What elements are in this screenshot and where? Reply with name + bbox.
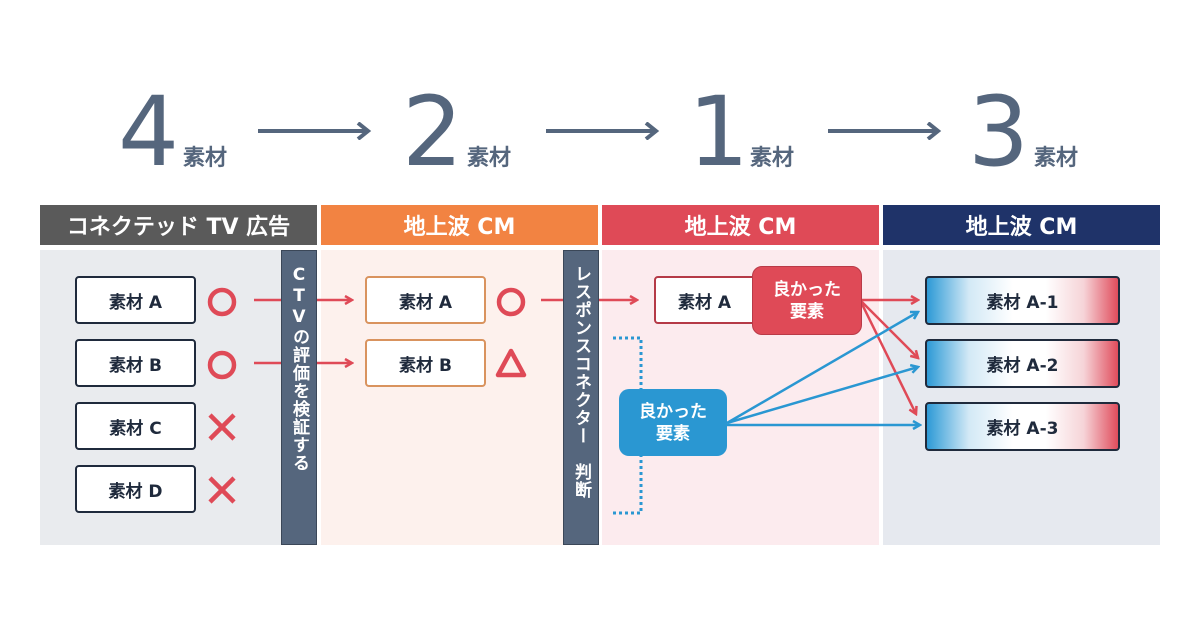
stage1-material-c: 素材 C [75, 402, 196, 450]
circle-mark-icon [207, 287, 237, 317]
flow-arrow-2-icon [546, 122, 660, 140]
gate-response-connector: レスポンスコネクター 判断 [563, 250, 599, 545]
good-element-red: 良かった 要素 [752, 266, 862, 335]
stage1-material-d: 素材 D [75, 465, 196, 513]
gate-ctv-evaluation-label: CTVの評価を検証する [289, 265, 309, 472]
circle-mark-icon [207, 350, 237, 380]
stage4-material-a2: 素材 A-2 [925, 339, 1120, 388]
gate-ctv-evaluation: CTVの評価を検証する [281, 250, 317, 545]
column-header-tv-cm-2: 地上波 CM [602, 205, 879, 245]
column-header-tv-cm-1: 地上波 CM [321, 205, 598, 245]
stage4-material-a3: 素材 A-3 [925, 402, 1120, 451]
flow-count-2: 2 [402, 76, 464, 188]
flow-unit-1: 素材 [183, 146, 228, 171]
flow-unit-4: 素材 [1034, 146, 1079, 171]
stage1-material-b: 素材 B [75, 339, 196, 387]
circle-mark-icon [496, 287, 526, 317]
flow-count-1: 4 [118, 76, 180, 188]
column-header-tv-cm-3: 地上波 CM [883, 205, 1160, 245]
flow-unit-3: 素材 [750, 146, 795, 171]
gate-response-connector-label: レスポンスコネクター 判断 [571, 265, 591, 499]
cross-mark-icon [208, 476, 236, 504]
triangle-mark-icon [495, 348, 527, 378]
flow-arrow-3-icon [828, 122, 942, 140]
good-element-red-line2: 要素 [790, 301, 824, 322]
stage2-material-a: 素材 A [365, 276, 486, 324]
good-element-blue-line1: 良かった [639, 401, 707, 422]
good-element-blue: 良かった 要素 [619, 389, 727, 456]
flow-unit-2: 素材 [467, 146, 512, 171]
flow-arrow-1-icon [258, 122, 372, 140]
cross-mark-icon [208, 413, 236, 441]
stage1-material-a: 素材 A [75, 276, 196, 324]
flow-count-3: 1 [688, 76, 750, 188]
flow-count-4: 3 [968, 76, 1030, 188]
stage4-material-a1: 素材 A-1 [925, 276, 1120, 325]
good-element-blue-line2: 要素 [656, 423, 690, 444]
stage2-material-b: 素材 B [365, 339, 486, 387]
good-element-red-line1: 良かった [773, 279, 841, 300]
column-header-ctv: コネクテッド TV 広告 [40, 205, 317, 245]
